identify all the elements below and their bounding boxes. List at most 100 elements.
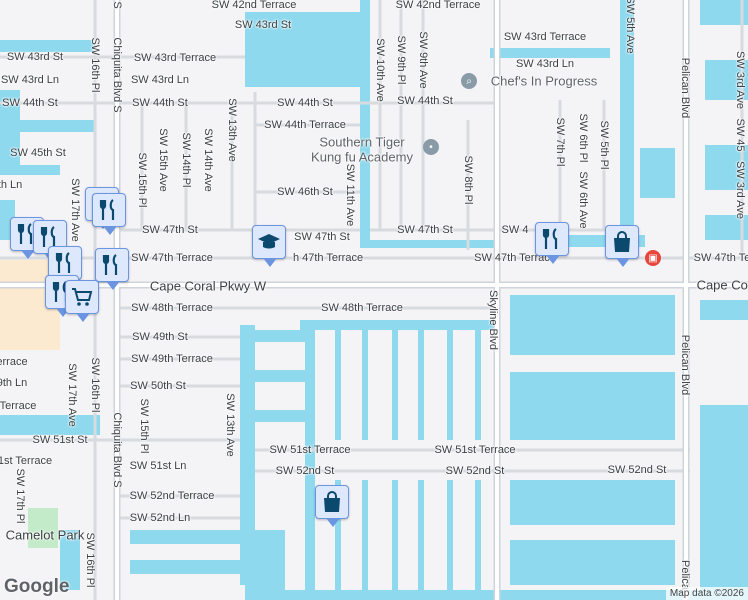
street-label: Cape Coral Pkwy W [149,278,267,294]
street-label: Chiquita Blvd S [111,37,123,113]
restaurant-pin[interactable] [92,193,126,235]
shopping-bag-icon [324,491,340,512]
fork-knife-icon [542,228,558,249]
street-label: SW 9th Pl [395,35,407,85]
shopping-cart-icon [72,288,93,306]
street-label: SW 16th Pl [84,532,96,588]
map-attribution[interactable]: Map data ©2026 [665,587,748,600]
park-label: Camelot Park [5,527,85,543]
street-label: errace [0,356,28,368]
restaurant-pin[interactable] [95,248,129,290]
fork-knife-icon [40,226,56,247]
street-label: SW 49th Terrace [131,353,213,365]
street-label: SW 45th St [10,147,66,159]
street-label: SW 52nd St [607,464,667,476]
street-label: SW 16th Pl [89,357,101,413]
street-label: Chiquita Blvd S [111,412,123,488]
shopping-pin[interactable] [315,485,349,527]
food-poi-icon[interactable]: ⌕ [461,73,477,89]
street-label: SW 6th Ave [577,171,589,229]
street-label: SW 17th Pl [14,468,26,524]
street-label: SW 52nd Terrace [129,490,215,502]
street-label: SW 15th Pl [136,152,148,208]
street-label: SW 15th Ave [157,128,169,192]
street-label: SW 43rd St [234,19,292,31]
street-label: SW 46th St [277,186,333,198]
camelot-park-area [28,508,58,548]
street-label: SW 14th Ave [202,128,214,192]
street-label: SW 8th Pl [462,155,474,205]
shopping-bag-icon [614,231,630,252]
store-poi-icon[interactable]: ▣ [645,250,661,266]
street-label: SW 17th Ave [69,178,81,242]
street-label: Skyline Blvd [487,290,499,350]
street-label: SW 45 [734,118,746,152]
fork-knife-icon [55,252,71,273]
street-label: SW 43rd Ln [515,58,575,70]
street-label: Pelican Blvd [679,334,691,396]
street-label: SW 49th St [132,331,188,343]
street-label: SW 13th Ave [226,98,238,162]
street-label: SW 48th Terrace [321,302,403,314]
street-label: SW 44th Terrace [264,119,346,131]
street-label: SW 50th St [130,380,186,392]
street-label: SW 44th St [277,97,333,109]
street-label: Terrace [0,400,37,412]
street-label: SW 10th Ave [374,38,386,102]
poi-label-southern-tiger[interactable]: Southern Tiger [319,134,405,150]
street-label: SW 51st Terrace [434,444,516,456]
street-label: SW 47th St [294,231,350,243]
street-label: 9th Ln [0,377,28,389]
street-label: SW 3rd Ave [734,161,746,219]
restaurant-pin[interactable] [535,222,569,264]
street-label: Pelica [679,560,691,590]
street-label: SW 9th Ave [417,31,429,89]
street-label: SW 52nd Ln [129,512,191,524]
fork-knife-icon [99,199,115,220]
poi-label-kung-fu-academy[interactable]: Kung fu Academy [311,149,413,165]
street-label: SW 17th Ave [66,363,78,427]
google-logo: Google [4,576,70,597]
street-label: SW 43rd Ln [0,74,60,86]
street-label: SW 47th St [397,224,453,236]
street-label: SW 43rd Ln [130,74,190,86]
fork-knife-icon [17,223,33,244]
street-label: SW 11th Ave [344,163,356,227]
street-label: SW 3rd Ave [734,51,746,109]
street-label: Cape Cora [696,277,748,293]
street-label: SW 44th St [2,97,58,109]
street-label: th Ln [0,179,23,191]
street-label: SW 5th Ave [624,0,636,54]
street-label: SW 6th Pl [577,113,589,163]
street-label: SW 14th Pl [180,132,192,188]
street-label: h 47th Terrace [292,252,364,264]
street-label: 1st Terrace [0,455,53,467]
school-pin[interactable] [252,225,286,267]
fork-knife-icon [102,254,118,275]
street-label: SW 48th Terrace [131,302,213,314]
street-label: SW 51st St [32,434,88,446]
street-label: SW 4 [501,224,529,236]
street-label: S [111,1,123,9]
street-label: SW 44th St [397,95,453,107]
street-label: SW 47th Te [693,252,748,264]
street-label: SW 44th St [132,97,188,109]
fork-knife-icon [52,281,68,302]
street-label: SW 7th Pl [554,117,566,167]
street-label: SW 42nd Terrace [211,0,297,11]
graduation-cap-icon [258,234,280,249]
street-label: SW 43rd St [6,51,64,63]
street-label: SW 16th Pl [89,37,101,93]
street-label: SW 52nd St [445,465,505,477]
shopping-pin[interactable] [605,225,639,267]
place-poi-icon[interactable]: • [423,139,439,155]
street-label: Pelican Blvd [679,57,691,119]
poi-label-chefs-in-progress[interactable]: Chef's In Progress [490,73,598,89]
street-label: SW 52nd St [275,465,335,477]
street-label: SW 15th Pl [138,398,150,454]
shopping-pin[interactable] [65,280,99,322]
street-label: SW 47th Terrace [131,252,213,264]
street-label: SW 42nd Terrace [395,0,481,11]
